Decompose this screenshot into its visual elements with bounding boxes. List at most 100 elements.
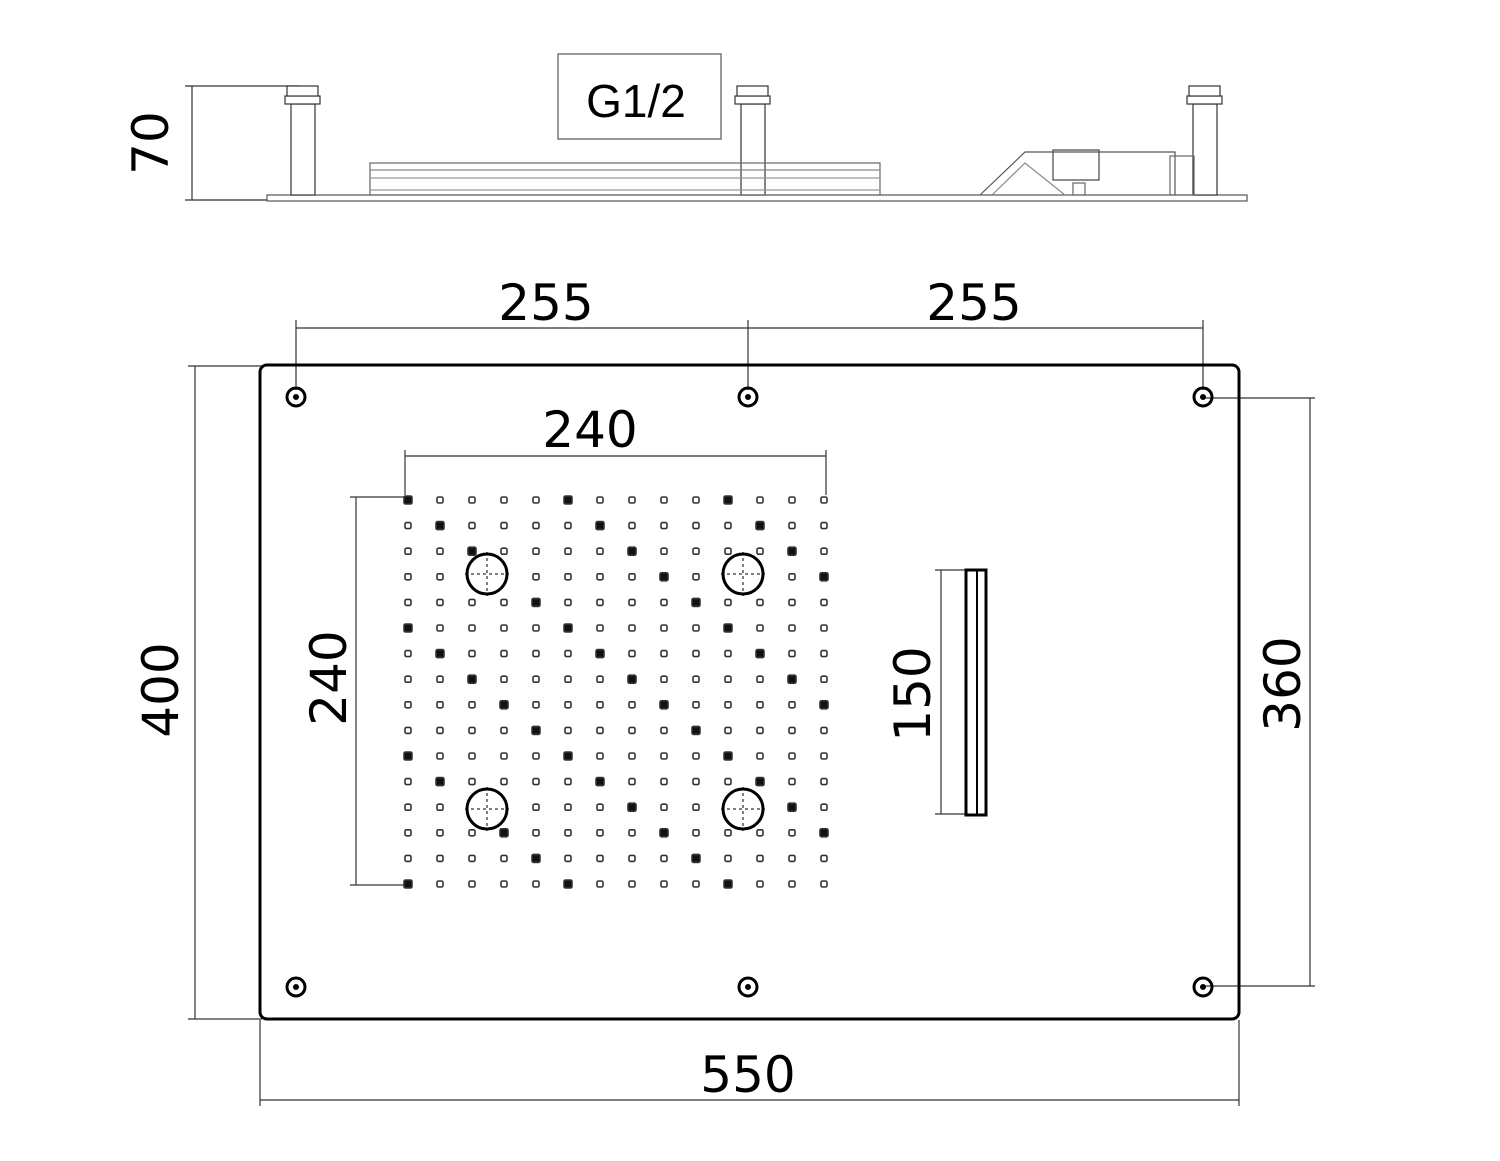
nozzle-icon <box>500 598 508 607</box>
nozzle-icon <box>820 496 828 504</box>
mount-hole-icon <box>285 386 307 408</box>
nozzle-icon <box>756 828 764 837</box>
nozzle-icon <box>628 624 636 632</box>
nozzle-icon <box>692 752 700 760</box>
nozzle-icon <box>404 521 412 530</box>
nozzle-icon <box>820 649 828 658</box>
nozzle-icon <box>531 597 541 608</box>
mount-hole-icon <box>1192 976 1214 998</box>
dim-grid-width: 240 <box>542 401 637 459</box>
nozzle-icon <box>820 598 828 607</box>
nozzle-icon <box>788 572 796 581</box>
top-dimension-lines <box>188 320 1315 1106</box>
nozzle-icon <box>788 624 796 632</box>
nozzle-icon <box>724 521 732 530</box>
nozzle-icon <box>660 624 668 632</box>
side-view <box>185 85 1248 202</box>
nozzle-icon <box>820 675 828 684</box>
nozzle-icon <box>532 624 540 632</box>
light-icon <box>721 552 765 596</box>
nozzle-icon <box>596 496 604 504</box>
nozzle-icon <box>692 624 700 632</box>
nozzle-icon <box>692 880 700 888</box>
nozzle-icon <box>563 623 573 633</box>
nozzle-icon <box>660 675 668 684</box>
nozzle-icon <box>404 803 412 812</box>
nozzle-icon <box>756 854 764 863</box>
nozzle-icon <box>468 649 476 658</box>
nozzle-icon <box>436 828 444 837</box>
nozzle-icon <box>756 675 764 684</box>
nozzle-icon <box>532 675 540 684</box>
nozzle-icon <box>596 624 604 632</box>
nozzle-icon <box>403 623 413 633</box>
nozzle-icon <box>404 572 412 581</box>
nozzle-icon <box>596 854 604 863</box>
nozzle-icon <box>788 828 796 837</box>
nozzle-icon <box>788 649 796 658</box>
nozzle-icon <box>468 496 476 504</box>
dim-height-70: 70 <box>122 111 180 175</box>
nozzle-icon <box>724 726 732 735</box>
nozzle-icon <box>691 597 701 608</box>
nozzle-icon <box>436 726 444 735</box>
nozzle-icon <box>436 598 444 607</box>
nozzle-icon <box>628 598 636 607</box>
nozzle-icon <box>724 547 732 556</box>
nozzle-icon <box>500 496 508 504</box>
nozzle-icon <box>692 700 700 709</box>
nozzle-icon <box>436 803 444 812</box>
nozzle-icon <box>500 880 508 888</box>
nozzle-icon <box>404 547 412 556</box>
nozzle-icon <box>628 572 636 581</box>
nozzle-icon <box>628 649 636 658</box>
nozzle-icon <box>819 699 829 710</box>
nozzle-icon <box>468 521 476 530</box>
nozzle-icon <box>627 802 637 813</box>
nozzle-icon <box>787 546 797 557</box>
nozzle-icon <box>563 751 573 761</box>
light-icon <box>465 787 509 831</box>
nozzle-icon <box>500 854 508 863</box>
nozzle-icon <box>532 572 540 581</box>
nozzle-icon <box>595 776 605 787</box>
nozzle-icon <box>820 854 828 863</box>
dim-left-span: 255 <box>498 274 593 332</box>
nozzle-icon <box>564 547 572 556</box>
nozzle-icon <box>532 649 540 658</box>
nozzle-icon <box>435 776 445 787</box>
nozzle-icon <box>404 700 412 709</box>
nozzle-icon <box>500 752 508 760</box>
nozzle-icon <box>468 880 476 888</box>
dim-grid-height: 240 <box>300 630 358 725</box>
mount-hole-icon <box>737 386 759 408</box>
nozzle-icon <box>660 547 668 556</box>
nozzle-icon <box>403 495 413 505</box>
nozzle-icon <box>468 828 476 837</box>
nozzle-icon <box>724 649 732 658</box>
mount-hole-icon <box>285 976 307 998</box>
nozzle-icon <box>692 828 700 837</box>
nozzle-icon <box>564 854 572 863</box>
nozzle-icon <box>788 700 796 709</box>
nozzle-icon <box>596 572 604 581</box>
nozzle-icon <box>756 496 764 504</box>
nozzle-icon <box>468 726 476 735</box>
nozzle-icon <box>724 828 732 837</box>
nozzle-icon <box>660 854 668 863</box>
nozzle-icon <box>628 496 636 504</box>
nozzle-icon <box>532 700 540 709</box>
nozzle-icon <box>756 598 764 607</box>
nozzle-icon <box>596 726 604 735</box>
nozzle-icon <box>723 495 733 505</box>
nozzle-icon <box>436 700 444 709</box>
nozzle-icon <box>436 675 444 684</box>
nozzle-icon <box>628 854 636 863</box>
nozzle-icon <box>756 624 764 632</box>
nozzle-icon <box>692 496 700 504</box>
nozzle-icon <box>692 547 700 556</box>
nozzle-icon <box>500 547 508 556</box>
nozzle-icon <box>660 496 668 504</box>
nozzle-icon <box>595 520 605 531</box>
nozzle-icon <box>531 853 541 864</box>
